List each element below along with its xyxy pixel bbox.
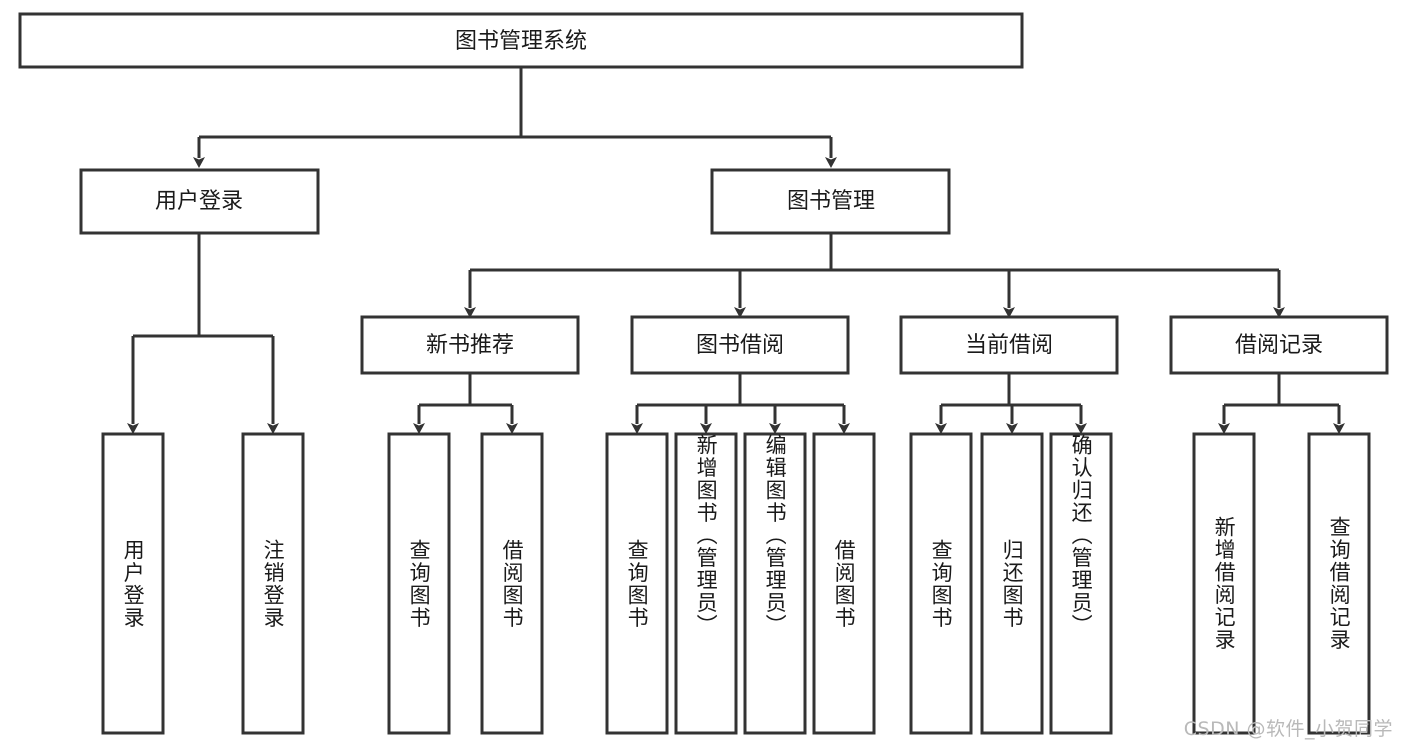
leaf-node-user-login[interactable] bbox=[101, 432, 165, 735]
node-borrow-record[interactable]: 借阅记录 bbox=[1169, 315, 1389, 375]
connector-current-borrow-to-leaves bbox=[935, 373, 1087, 434]
connector-root-to-level2 bbox=[193, 67, 837, 168]
node-current-borrow[interactable]: 当前借阅 bbox=[899, 315, 1119, 375]
node-root-system-label: 图书管理系统 bbox=[455, 29, 587, 54]
node-user-login[interactable]: 用户登录 bbox=[79, 168, 320, 235]
leaf-node-logout[interactable] bbox=[241, 432, 305, 735]
node-user-login-label: 用户登录 bbox=[155, 189, 243, 214]
node-new-book-recommend-label: 新书推荐 bbox=[426, 333, 514, 358]
leaf-node-query-borrow-record[interactable] bbox=[1307, 432, 1371, 735]
node-current-borrow-label: 当前借阅 bbox=[965, 333, 1053, 358]
leaf-node-query-book-recommend[interactable] bbox=[387, 432, 451, 735]
node-book-manage-label: 图书管理 bbox=[787, 189, 875, 214]
watermark-text: CSDN @软件_小贺同学 bbox=[1183, 718, 1393, 740]
node-book-borrow[interactable]: 图书借阅 bbox=[630, 315, 850, 375]
node-book-borrow-label: 图书借阅 bbox=[696, 333, 784, 358]
leaf-node-query-book-current[interactable] bbox=[909, 432, 973, 735]
leaf-node-borrow-book-recommend[interactable] bbox=[480, 432, 544, 735]
connector-user-login-to-leaves bbox=[127, 233, 279, 434]
node-new-book-recommend[interactable]: 新书推荐 bbox=[360, 315, 580, 375]
leaf-node-return-book[interactable] bbox=[980, 432, 1044, 735]
node-root-system[interactable]: 图书管理系统 bbox=[18, 12, 1024, 69]
leaf-node-add-book[interactable] bbox=[674, 432, 738, 735]
leaf-node-edit-book[interactable] bbox=[743, 432, 807, 735]
connector-borrow-record-to-leaves bbox=[1218, 373, 1345, 434]
connector-new-book-to-leaves bbox=[413, 373, 518, 434]
leaf-node-add-borrow-record[interactable] bbox=[1192, 432, 1256, 735]
leaf-node-query-book-borrow[interactable] bbox=[605, 432, 669, 735]
node-borrow-record-label: 借阅记录 bbox=[1235, 333, 1323, 358]
leaf-node-borrow-book[interactable] bbox=[812, 432, 876, 735]
leaf-node-confirm-return[interactable] bbox=[1049, 432, 1113, 735]
connector-book-manage-to-level3 bbox=[464, 233, 1285, 318]
connector-book-borrow-to-leaves bbox=[631, 373, 850, 434]
node-book-manage[interactable]: 图书管理 bbox=[710, 168, 951, 235]
